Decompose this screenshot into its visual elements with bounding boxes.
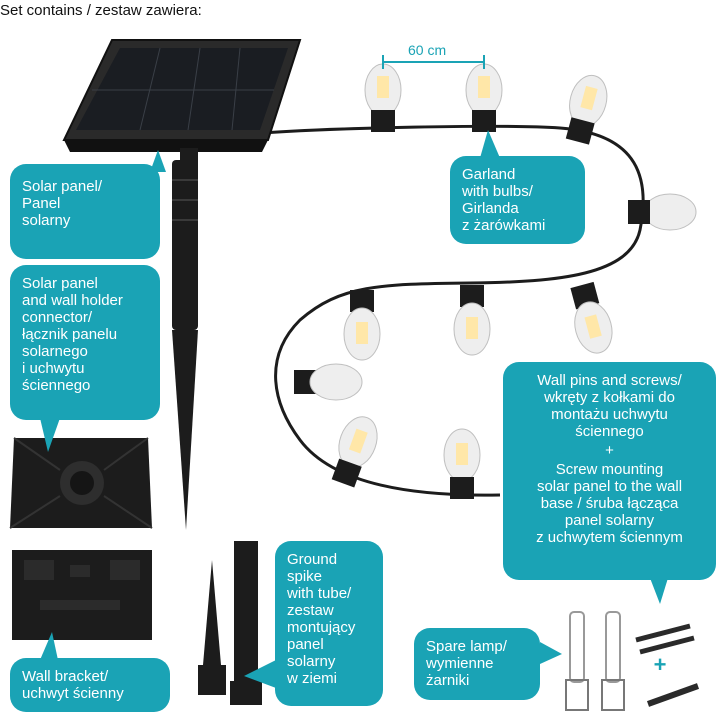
callout-line: panel [287, 636, 324, 653]
bulb-6 [453, 285, 491, 356]
panel-ground-spike-image [172, 148, 198, 530]
callout-line: Panel [22, 195, 61, 212]
callout-line: connector/ [22, 309, 93, 326]
callout-line: żarniki [426, 672, 470, 689]
callout-line: with tube/ [287, 585, 352, 602]
pointer-connector [40, 418, 60, 452]
pointer-wall-pins [650, 578, 668, 604]
callout-line: montujący [287, 619, 356, 636]
dimension-label: 60 cm [408, 42, 447, 58]
callout-line: Wall pins and screws/ [537, 372, 682, 389]
plus-sign: + [654, 652, 667, 677]
callout-line: ściennego [575, 423, 644, 440]
callout-line: łącznik panelu [22, 326, 118, 343]
bulb-5 [343, 290, 381, 361]
solar-panel-image [62, 39, 302, 152]
bulb-1 [364, 63, 402, 132]
page-title: Set contains / zestaw zawiera: [0, 2, 202, 19]
callout-wall-bracket: Wall bracket/ uchwyt ścienny [10, 658, 170, 712]
screws-image [635, 623, 700, 707]
callout-line: ściennego [22, 377, 91, 394]
bulb-9 [331, 416, 378, 488]
connector-image [9, 437, 153, 529]
callout-solar-panel: Solar panel/ Panel solarny [10, 164, 160, 259]
callout-line: solar panel to the wall [536, 478, 683, 495]
callout-line: wkręty z kołkami do [544, 389, 675, 406]
callout-line: Screw mounting [555, 461, 664, 478]
spare-lamps-image [565, 611, 625, 711]
callout-line: zestaw [287, 602, 334, 619]
callout-wall-pins: Wall pins and screws/ wkręty z kołkami d… [503, 362, 716, 580]
bulb-10 [443, 428, 481, 499]
wall-bracket-image [12, 550, 152, 640]
callout-line: Ground [287, 551, 338, 568]
callout-garland: Garland with bulbs/ Girlanda z żarówkami [450, 156, 585, 244]
bulb-3 [565, 74, 608, 145]
callout-line: Wall bracket/ [22, 668, 109, 685]
callout-line: + [605, 442, 614, 459]
callout-line: Solar panel/ [22, 178, 103, 195]
callout-line: wymienne [426, 655, 494, 672]
pointer-solar-panel [150, 150, 166, 172]
callout-line: i uchwytu [22, 360, 85, 377]
callout-line: base / śruba łącząca [540, 495, 679, 512]
bulb-2 [465, 63, 503, 132]
callout-line: w ziemi [287, 670, 338, 687]
bulb-8 [294, 363, 363, 401]
callout-line: solarny [22, 212, 71, 229]
callout-line: Solar panel [22, 275, 98, 292]
callout-connector: Solar panel and wall holder connector/ ł… [10, 265, 160, 420]
garland-cable [261, 124, 645, 497]
callout-line: Garland [462, 166, 516, 183]
callout-line: and wall holder [22, 292, 123, 309]
pointer-ground-spike [244, 660, 276, 688]
bulb-7 [570, 281, 613, 354]
ground-spike-tube-image [198, 541, 262, 705]
callout-line: z uchwytem ściennym [536, 529, 683, 546]
callout-spare-lamp: Spare lamp/ wymienne żarniki [414, 628, 540, 700]
pointer-garland [480, 130, 500, 158]
bulb-4 [628, 193, 697, 231]
callout-line: z żarówkami [462, 217, 546, 234]
callout-line: montażu uchwytu [551, 406, 668, 423]
callout-ground-spike: Ground spike with tube/ zestaw montujący… [275, 541, 383, 706]
callout-line: Spare lamp/ [426, 638, 507, 655]
callout-line: spike [287, 568, 323, 585]
callout-line: solarny [287, 653, 336, 670]
callout-line: with bulbs/ [462, 183, 533, 200]
callout-line: uchwyt ścienny [22, 685, 124, 702]
pointer-spare-lamp [540, 642, 562, 664]
callout-line: Girlanda [462, 200, 519, 217]
dimension-line [382, 55, 485, 69]
pointer-wall-bracket [40, 632, 58, 660]
callout-line: panel solarny [564, 512, 655, 529]
callout-line: solarnego [22, 343, 88, 360]
